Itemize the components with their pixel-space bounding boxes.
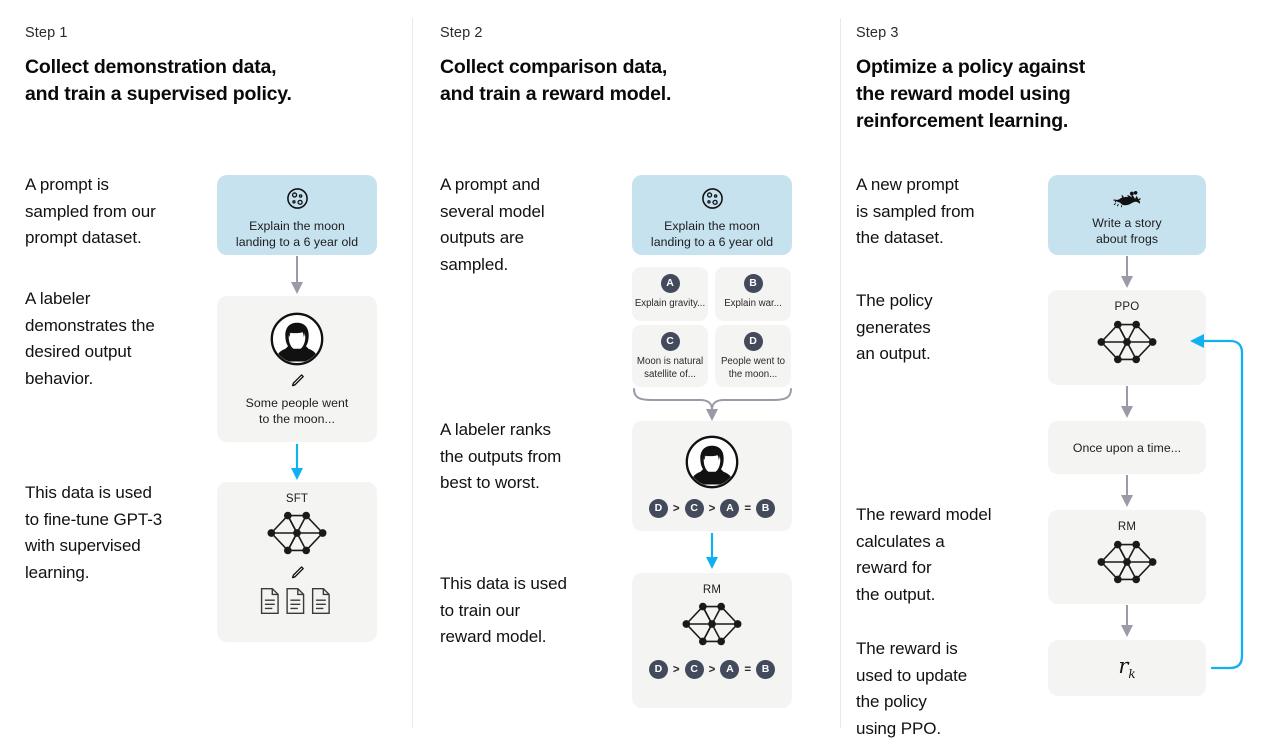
- step-1-labeler-card[interactable]: Some people went to the moon...: [217, 296, 377, 442]
- rank-badge-c: C: [684, 660, 704, 679]
- rank-op-2: >: [708, 663, 716, 676]
- step-3-rm-card[interactable]: RM: [1048, 510, 1206, 604]
- step-3-output-card[interactable]: Once upon a time...: [1048, 421, 1206, 474]
- step-1-prompt-caption: Explain the moon landing to a 6 year old: [235, 219, 359, 249]
- step-3-output-caption: Once upon a time...: [1072, 440, 1182, 455]
- step-3-feedback-loop: [1190, 334, 1244, 670]
- badge-d: D: [743, 332, 763, 351]
- step-1-title: Collect demonstration data, and train a …: [25, 56, 292, 105]
- step-3-title: Optimize a policy against the reward mod…: [856, 56, 1086, 132]
- labeler-avatar-icon: [270, 312, 324, 366]
- badge-b: B: [743, 274, 763, 293]
- column-divider-1: [412, 18, 413, 728]
- step-3-paragraph-1: A new prompt is sampled from the dataset…: [856, 175, 975, 247]
- rank-op-3: =: [744, 502, 752, 515]
- pencil-icon: [288, 372, 306, 390]
- step-1-sft-card[interactable]: SFT: [217, 482, 377, 642]
- step-2-arrow-blue: [706, 533, 718, 569]
- step-3-arrow-2: [1121, 386, 1133, 418]
- step-2-label: Step 2: [440, 25, 483, 41]
- pencil-icon: [288, 564, 306, 582]
- step-1-arrow-2: [291, 444, 303, 480]
- step-2-output-d[interactable]: D People went to the moon...: [715, 325, 791, 387]
- step-2-output-b-text: Explain war...: [724, 298, 782, 309]
- step-3-reward-card[interactable]: rk: [1048, 640, 1206, 696]
- rank-op-1: >: [672, 502, 680, 515]
- neural-network-icon: [1094, 536, 1160, 588]
- step-2-paragraph-1: A prompt and several model outputs are s…: [440, 175, 545, 274]
- step-2-output-c[interactable]: C Moon is natural satellite of...: [632, 325, 708, 387]
- step-3-paragraph-2: The policy generates an output.: [856, 291, 933, 363]
- step-2-output-b[interactable]: B Explain war...: [715, 267, 791, 321]
- reward-symbol-subscript: k: [1128, 667, 1136, 682]
- rank-op-2: >: [708, 502, 716, 515]
- step-1-arrow-1: [291, 256, 303, 294]
- step-3-paragraph-4: The reward is used to update the policy …: [856, 639, 968, 738]
- step-3-prompt-card[interactable]: Write a story about frogs: [1048, 175, 1206, 255]
- step-1-paragraph-3: This data is used to fine-tune GPT-3 wit…: [25, 483, 163, 582]
- step-2-rm-ranking: D > C > A = B: [648, 660, 776, 679]
- step-1-prompt-card[interactable]: Explain the moon landing to a 6 year old: [217, 175, 377, 255]
- step-2-paragraph-3: This data is used to train our reward mo…: [440, 574, 567, 646]
- neural-network-icon: [264, 507, 330, 559]
- reward-symbol-base: r: [1118, 654, 1129, 679]
- step-3-arrow-3: [1121, 475, 1133, 507]
- neural-network-icon: [679, 598, 745, 650]
- column-divider-2: [840, 18, 841, 728]
- rank-badge-d: D: [648, 499, 668, 518]
- rank-badge-a: A: [720, 660, 740, 679]
- badge-a: A: [660, 274, 680, 293]
- step-2-prompt-caption: Explain the moon landing to a 6 year old: [650, 219, 774, 249]
- rank-op-1: >: [672, 663, 680, 676]
- step-2-title: Collect comparison data, and train a rew…: [440, 56, 672, 105]
- step-2-merge-brace: [633, 388, 792, 421]
- step-1-column: Step 1 Collect demonstration data, and t…: [0, 0, 412, 728]
- step-2-labeler-card[interactable]: D > C > A = B: [632, 421, 792, 531]
- rank-badge-c: C: [684, 499, 704, 518]
- step-1-paragraph-2: A labeler demonstrates the desired outpu…: [25, 289, 155, 388]
- step-3-rm-tag: RM: [1117, 521, 1137, 533]
- frog-icon: [1112, 186, 1142, 208]
- step-3-column: Step 3 Optimize a policy against the rew…: [840, 0, 1262, 738]
- documents-icon: [259, 587, 335, 615]
- rank-op-3: =: [744, 663, 752, 676]
- step-1-paragraph-1: A prompt is sampled from our prompt data…: [25, 175, 156, 247]
- badge-c: C: [660, 332, 680, 351]
- step-1-sft-tag: SFT: [285, 493, 309, 505]
- step-3-ppo-tag: PPO: [1114, 301, 1140, 313]
- moon-icon: [285, 186, 310, 211]
- step-3-ppo-card[interactable]: PPO: [1048, 290, 1206, 385]
- step-2-output-a[interactable]: A Explain gravity...: [632, 267, 708, 321]
- step-1-label: Step 1: [25, 25, 68, 41]
- step-2-prompt-card[interactable]: Explain the moon landing to a 6 year old: [632, 175, 792, 255]
- step-3-paragraph-3: The reward model calculates a reward for…: [856, 505, 992, 604]
- rank-badge-a: A: [720, 499, 740, 518]
- step-2-labeler-ranking: D > C > A = B: [648, 499, 776, 518]
- step-3-label: Step 3: [856, 25, 899, 41]
- step-1-labeler-caption: Some people went to the moon...: [245, 396, 349, 426]
- step-2-paragraph-2: A labeler ranks the outputs from best to…: [440, 420, 562, 492]
- step-2-rm-card[interactable]: RM D >: [632, 573, 792, 708]
- labeler-avatar-icon: [685, 435, 739, 489]
- moon-icon: [700, 186, 725, 211]
- reward-symbol: rk: [1118, 654, 1135, 681]
- rank-badge-b: B: [756, 660, 776, 679]
- step-2-output-c-text: Moon is natural satellite of...: [636, 356, 704, 380]
- step-2-output-a-text: Explain gravity...: [634, 298, 706, 309]
- step-2-output-d-text: People went to the moon...: [720, 356, 786, 380]
- step-2-column: Step 2 Collect comparison data, and trai…: [412, 0, 840, 728]
- step-2-rm-tag: RM: [702, 584, 722, 596]
- rank-badge-b: B: [756, 499, 776, 518]
- step-3-arrow-1: [1121, 256, 1133, 288]
- step-3-prompt-caption: Write a story about frogs: [1092, 216, 1162, 246]
- rank-badge-d: D: [648, 660, 668, 679]
- neural-network-icon: [1094, 316, 1160, 368]
- step-3-arrow-4: [1121, 605, 1133, 637]
